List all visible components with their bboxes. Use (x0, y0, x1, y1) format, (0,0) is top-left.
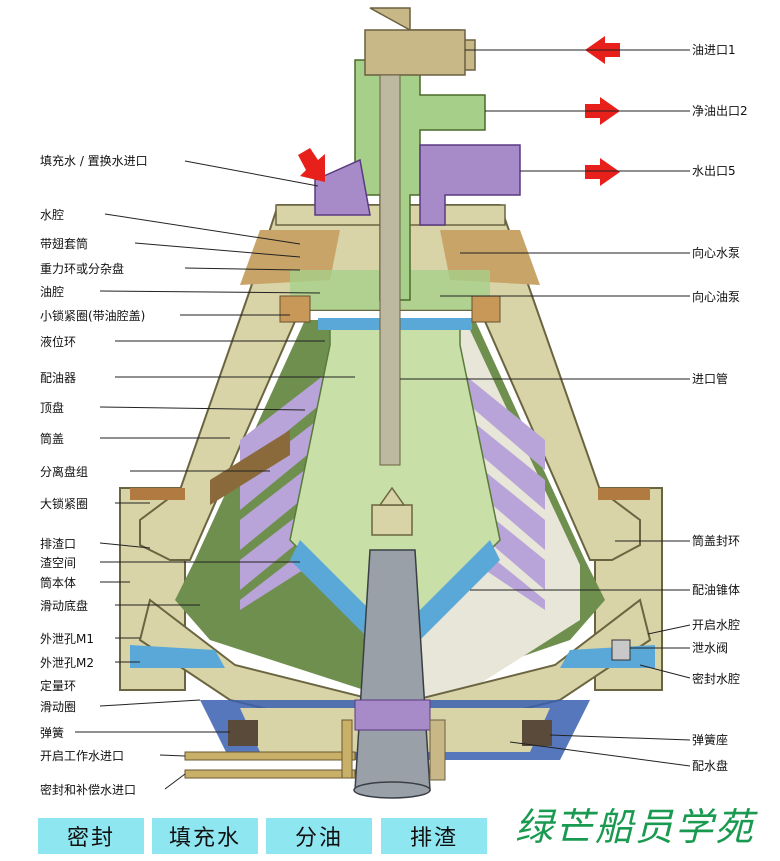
label-water-outlet: 水出口5 (692, 164, 736, 178)
bowl-hood-lock-r (598, 488, 650, 500)
spring-right (522, 720, 552, 746)
leader (184, 160, 319, 187)
label-small-lock-ring: 小锁紧圈(带油腔盖) (40, 309, 146, 323)
small-lock-ring-l (279, 295, 311, 323)
spring-left (228, 720, 258, 746)
discharge-sludge-button[interactable]: 排渣 (381, 818, 487, 854)
label-large-lock-ring: 大锁紧圈 (40, 497, 89, 511)
label-seal-water-inlet: 密封和补偿水进口 (40, 783, 137, 797)
label-oil-paring-pump: 向心油泵 (692, 290, 741, 304)
leader (509, 741, 691, 767)
label-winged-sleeve: 带翅套筒 (40, 237, 89, 251)
leader (647, 624, 691, 635)
label-opening-water-chamber: 开启水腔 (692, 618, 741, 632)
label-inlet-pipe: 进口管 (692, 372, 729, 386)
seal-water-chamber-shape (130, 645, 225, 668)
label-oil-chamber: 油腔 (40, 285, 65, 299)
label-drain-hole-m1: 外泄孔M1 (40, 632, 94, 646)
label-bowl-body: 筒本体 (40, 576, 77, 590)
seal-button[interactable]: 密封 (38, 818, 144, 854)
fill-water-button[interactable]: 填充水 (152, 818, 258, 854)
inlet-outlet-pipes (314, 7, 521, 466)
seal-water-pipe (184, 769, 356, 779)
small-lock-ring-r (471, 295, 501, 323)
spindle (353, 486, 446, 799)
label-gravity-ring: 重力环或分杂盘 (40, 262, 125, 276)
label-water-distribution-disc: 配水盘 (692, 759, 729, 773)
seal-water-chamber-right (560, 645, 655, 668)
oil-inlet-body (364, 29, 466, 76)
leader-lines (75, 49, 691, 790)
fill-water-pipe (314, 158, 371, 216)
leader (159, 754, 186, 757)
opening-water-pipe (184, 751, 356, 761)
flow-arrows (298, 36, 620, 186)
label-drain-valve: 泄水阀 (692, 641, 729, 655)
label-sliding-bottom: 滑动底盘 (40, 599, 89, 613)
label-fill-water-inlet: 填充水 / 置换水进口 (40, 154, 148, 168)
bowl-hood-lock-l (130, 488, 185, 500)
leader (164, 773, 186, 790)
sleeve (354, 699, 431, 731)
label-spring-seat: 弹簧座 (692, 733, 729, 747)
label-drain-hole-m2: 外泄孔M2 (40, 656, 94, 670)
label-sliding-ring: 滑动圈 (40, 700, 77, 714)
spindle-end (353, 781, 431, 799)
label-distributor: 配油器 (40, 371, 77, 385)
label-oil-inlet: 油进口1 (692, 43, 736, 57)
leader (134, 242, 301, 258)
leader (99, 542, 151, 549)
leader (639, 664, 691, 679)
arrow-water-outlet-icon (585, 158, 620, 186)
leader (549, 734, 691, 741)
spindle-cap (378, 486, 406, 506)
label-distributor-cone: 配油锥体 (692, 583, 741, 597)
leader (104, 213, 301, 245)
springs (228, 639, 631, 746)
label-level-ring: 液位环 (40, 335, 77, 349)
label-sludge-space: 渣空间 (40, 556, 77, 570)
label-hood-seal-ring: 筒盖封环 (692, 534, 741, 548)
label-spring: 弹簧 (40, 726, 65, 740)
label-seal-water-chamber: 密封水腔 (692, 672, 741, 686)
label-top-disc: 顶盘 (40, 401, 65, 415)
label-metering-ring: 定量环 (40, 679, 77, 693)
leader (99, 406, 306, 411)
arrow-fill-water-icon (298, 148, 325, 182)
label-water-chamber: 水腔 (40, 208, 65, 222)
label-water-paring-pump: 向心水泵 (692, 246, 741, 260)
label-disc-stack: 分离盘组 (40, 465, 89, 479)
leader (99, 699, 201, 707)
sleeve-2 (429, 719, 446, 781)
spindle-nut (371, 504, 413, 536)
drain-valve-shape (611, 639, 631, 661)
brand-logo: 绿芒船员学苑 (515, 805, 756, 849)
water-outlet-pipe (419, 144, 521, 226)
disc-brown (210, 430, 290, 505)
label-bowl-hood: 筒盖 (40, 432, 65, 446)
label-opening-water-inlet: 开启工作水进口 (40, 749, 125, 763)
leader (184, 267, 301, 271)
leader (99, 290, 321, 294)
separate-oil-button[interactable]: 分油 (266, 818, 372, 854)
pipe-riser (341, 719, 353, 779)
label-sludge-port: 排渣口 (40, 537, 77, 551)
label-clean-oil-outlet: 净油出口2 (692, 104, 748, 118)
inlet-pipe-shape (379, 74, 401, 466)
